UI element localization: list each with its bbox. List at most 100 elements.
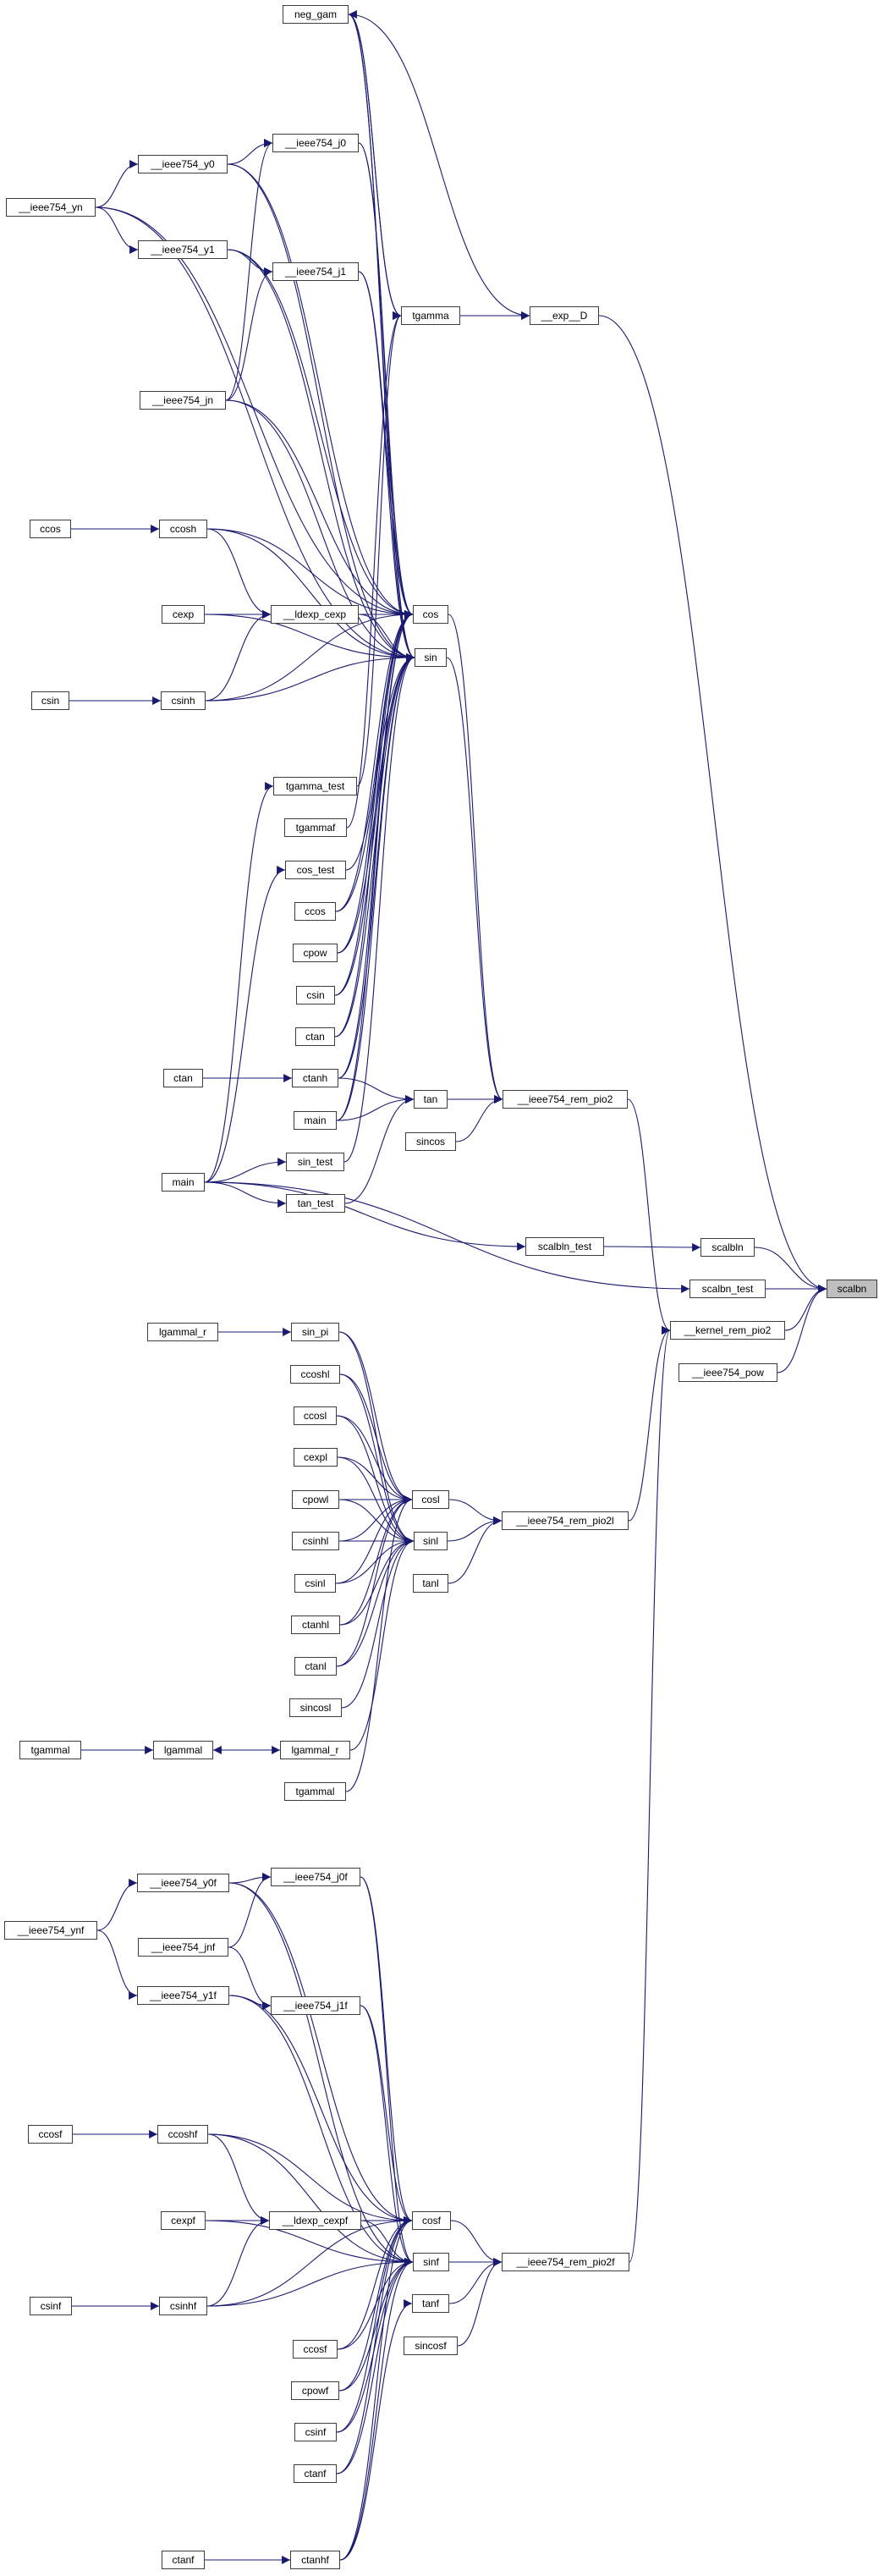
node-sin[interactable]: sin <box>415 648 447 667</box>
node-lgammal-r[interactable]: lgammal_r <box>280 1741 350 1759</box>
node-ctanhl[interactable]: ctanhl <box>291 1616 340 1634</box>
node-tan-test[interactable]: tan_test <box>286 1194 345 1213</box>
node-ctanl[interactable]: ctanl <box>294 1657 337 1676</box>
node-scalbn-focus[interactable]: scalbn <box>827 1280 877 1298</box>
edge-sincosl-to-sinl <box>341 1537 415 1709</box>
node-tgamma[interactable]: tgamma <box>401 306 460 325</box>
node-kernel-rem-pio2[interactable]: __kernel_rem_pio2 <box>670 1321 785 1340</box>
node-ctanf[interactable]: ctanf <box>162 2551 205 2569</box>
edge-tgamma-to-neg_gam <box>348 10 402 316</box>
edge-ctanhf-to-cosf <box>339 2216 413 2561</box>
node-tgammal[interactable]: tgammal <box>19 1741 81 1759</box>
edge-tgammaf-to-tgamma <box>346 311 402 828</box>
node-ctan[interactable]: ctan <box>163 1069 203 1087</box>
node-lgammal[interactable]: lgammal <box>153 1741 213 1759</box>
node-ieee754-pow[interactable]: __ieee754_pow <box>678 1363 777 1382</box>
node-ccosh[interactable]: ccosh <box>159 520 207 538</box>
node-ctanh[interactable]: ctanh <box>292 1069 338 1087</box>
node-scalbn-test[interactable]: scalbn_test <box>689 1280 766 1298</box>
edge-tan_test-to-tan <box>344 1095 415 1204</box>
node-cpow[interactable]: cpow <box>293 944 338 962</box>
node-cosf[interactable]: cosf <box>412 2211 451 2230</box>
node-tgamma-test[interactable]: tgamma_test <box>273 777 357 795</box>
node-main[interactable]: main <box>162 1173 205 1192</box>
node-scalbln-test[interactable]: scalbln_test <box>525 1237 604 1256</box>
node-ieee754-y1f[interactable]: __ieee754_y1f <box>137 1986 229 2005</box>
node-ieee754-y1[interactable]: __ieee754_y1 <box>138 240 228 259</box>
node-csinhl[interactable]: csinhl <box>292 1532 339 1550</box>
node-csinl[interactable]: csinl <box>294 1574 336 1593</box>
node-csin[interactable]: csin <box>296 986 335 1005</box>
node-ctan[interactable]: ctan <box>295 1027 335 1046</box>
node-cexp[interactable]: cexp <box>162 605 205 624</box>
node-ldexp-cexpf[interactable]: __ldexp_cexpf <box>269 2211 361 2230</box>
node-sin-test[interactable]: sin_test <box>286 1153 344 1171</box>
node-csinf[interactable]: csinf <box>30 2297 72 2315</box>
node-csinf[interactable]: csinf <box>294 2423 337 2441</box>
edge-tgammal_m-to-cosl <box>345 1495 413 1792</box>
node-cosl[interactable]: cosl <box>412 1490 449 1509</box>
node-ccosl[interactable]: ccosl <box>294 1406 337 1425</box>
edge-sincos-to-rem_pio2 <box>455 1095 503 1142</box>
node-scalbln[interactable]: scalbln <box>700 1238 755 1257</box>
node-tgammaf[interactable]: tgammaf <box>284 818 347 837</box>
edge-j0f-to-sinf <box>360 1876 414 2266</box>
node-ccoshf[interactable]: ccoshf <box>157 2125 208 2144</box>
node-sinf[interactable]: sinf <box>413 2253 449 2271</box>
node-tan[interactable]: tan <box>414 1090 448 1109</box>
node-sincosf[interactable]: sincosf <box>404 2337 458 2355</box>
node-ccoshl[interactable]: ccoshl <box>290 1365 340 1384</box>
node-ieee754-rem-pio2l[interactable]: __ieee754_rem_pio2l <box>502 1511 629 1530</box>
edge-neg_gam-to-exp_D <box>348 14 530 320</box>
node-sin-pi[interactable]: sin_pi <box>291 1323 339 1341</box>
node-csinhf[interactable]: csinhf <box>159 2297 207 2315</box>
node-main[interactable]: main <box>294 1111 337 1130</box>
node-cpowl[interactable]: cpowl <box>292 1490 339 1509</box>
node-tanf[interactable]: tanf <box>412 2294 449 2313</box>
node-ieee754-ynf[interactable]: __ieee754_ynf <box>4 1921 97 1940</box>
edge-ctanhf-to-tanf <box>339 2299 413 2561</box>
node-sinl[interactable]: sinl <box>414 1532 448 1550</box>
edge-cpowf-to-sinf <box>338 2258 414 2392</box>
node-tanl[interactable]: tanl <box>413 1574 448 1593</box>
node-ieee754-j1[interactable]: __ieee754_j1 <box>272 262 359 281</box>
node-ccos[interactable]: ccos <box>294 902 336 921</box>
node-cos-test[interactable]: cos_test <box>285 861 346 879</box>
node-csin[interactable]: csin <box>31 691 69 710</box>
node-tgammal[interactable]: tgammal <box>284 1782 346 1801</box>
edge-yn-to-y1 <box>95 206 139 254</box>
node-ieee754-rem-pio2f[interactable]: __ieee754_rem_pio2f <box>502 2253 629 2271</box>
node-cexpf[interactable]: cexpf <box>161 2211 206 2230</box>
node-ctanhf[interactable]: ctanhf <box>290 2551 340 2569</box>
node-ieee754-rem-pio2[interactable]: __ieee754_rem_pio2 <box>503 1090 628 1109</box>
edge-cpowf-to-cosf <box>338 2216 413 2392</box>
node-sincosl[interactable]: sincosl <box>289 1698 342 1717</box>
node-ieee754-j1f[interactable]: __ieee754_j1f <box>271 1996 360 2015</box>
node-ctanf[interactable]: ctanf <box>294 2464 337 2483</box>
node-neg-gam[interactable]: neg_gam <box>283 5 349 24</box>
node-cexpl[interactable]: cexpl <box>294 1448 338 1467</box>
node-ieee754-y0f[interactable]: __ieee754_y0f <box>137 1874 229 1892</box>
node-exp-d[interactable]: __exp__D <box>530 306 599 325</box>
node-ieee754-y0[interactable]: __ieee754_y0 <box>138 155 228 173</box>
edge-sin_pi-to-cosl <box>338 1331 413 1504</box>
node-ieee754-jn[interactable]: __ieee754_jn <box>140 391 226 410</box>
node-ieee754-j0f[interactable]: __ieee754_j0f <box>271 1868 360 1886</box>
edge-y0f-to-cosf <box>228 1882 413 2225</box>
node-cos[interactable]: cos <box>413 605 448 624</box>
edge-main_m-to-tan <box>336 1095 415 1121</box>
node-ccosf[interactable]: ccosf <box>293 2340 338 2359</box>
node-lgammal-r[interactable]: lgammal_r <box>147 1323 218 1341</box>
node-cpowf[interactable]: cpowf <box>291 2381 339 2400</box>
node-ieee754-jnf[interactable]: __ieee754_jnf <box>138 1938 228 1957</box>
edge-y1-to-sin <box>227 249 415 662</box>
node-sincos[interactable]: sincos <box>405 1132 456 1151</box>
node-csinh[interactable]: csinh <box>161 691 206 710</box>
node-ccosf[interactable]: ccosf <box>28 2125 73 2144</box>
edge-ynf-to-y0f <box>96 1879 138 1931</box>
node-ldexp-cexp[interactable]: __ldexp_cexp <box>271 605 359 624</box>
node-ieee754-yn[interactable]: __ieee754_yn <box>6 198 96 217</box>
node-ieee754-j0[interactable]: __ieee754_j0 <box>272 134 359 152</box>
node-ccos[interactable]: ccos <box>30 520 71 538</box>
edge-main_l-to-tan_test <box>204 1181 287 1208</box>
